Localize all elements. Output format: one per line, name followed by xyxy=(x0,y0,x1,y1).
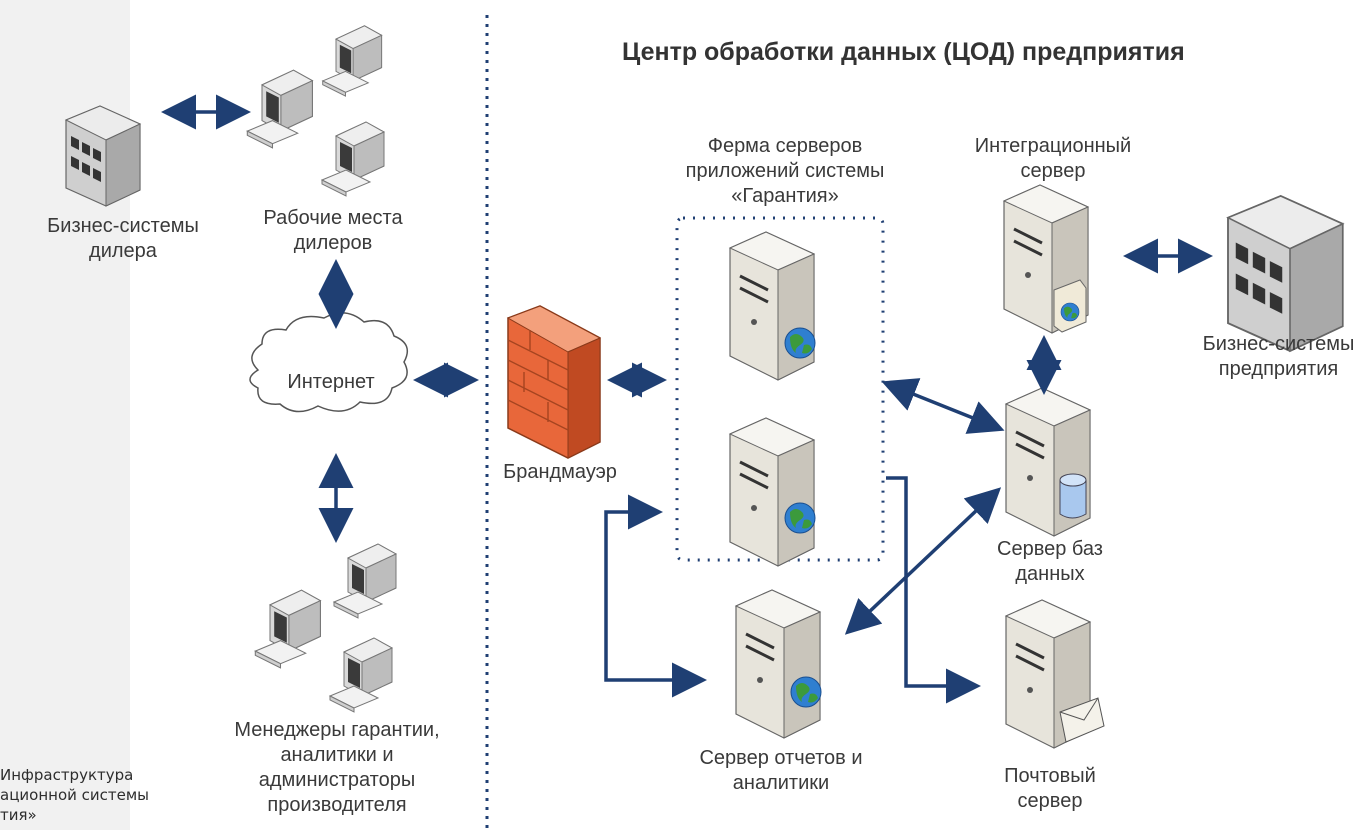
globe-icon xyxy=(1060,302,1080,322)
arrow-farm-db xyxy=(881,378,1005,434)
label-db-server: Сервер баз данных xyxy=(970,537,1130,587)
manager-workstation-icon xyxy=(333,543,397,619)
label-server-farm: Ферма серверов приложений системы «Гаран… xyxy=(660,134,910,209)
label-dealer-workplaces-line-1: Рабочие места xyxy=(263,207,403,229)
label-enterprise-systems-line-2: предприятия xyxy=(1218,358,1339,380)
label-managers: Менеджеры гарантии, аналитики и админист… xyxy=(222,718,452,818)
label-dealer-systems: Бизнес-системы дилера xyxy=(28,214,218,264)
label-dealer-systems-line-2: дилера xyxy=(89,240,157,262)
dealer-workstation-icon xyxy=(322,25,383,97)
server-farm-boundary xyxy=(675,216,885,562)
label-mail-server: Почтовый сервер xyxy=(970,764,1130,814)
firewall-icon xyxy=(506,305,602,459)
database-icon xyxy=(1059,473,1087,519)
farm-server-icon xyxy=(728,416,816,568)
label-mail-server-line-1: Почтовый xyxy=(1004,765,1096,787)
label-enterprise-systems: Бизнес-системы предприятия xyxy=(1186,332,1371,382)
dealer-workstation-icon xyxy=(246,69,313,149)
label-dealer-systems-line-1: Бизнес-системы xyxy=(47,215,199,237)
manager-workstation-icon xyxy=(329,637,393,713)
dealer-workstation-icon xyxy=(321,121,385,197)
label-managers-line-4: производителя xyxy=(267,794,407,816)
label-reports-server-line-2: аналитики xyxy=(732,772,830,794)
label-reports-server-line-1: Сервер отчетов и xyxy=(699,747,863,769)
label-db-server-line-2: данных xyxy=(1015,563,1085,585)
globe-icon xyxy=(784,502,816,534)
label-firewall: Брандмауэр xyxy=(503,461,617,483)
manager-workstation-icon xyxy=(254,589,321,669)
label-internet: Интернет xyxy=(287,371,375,393)
label-managers-line-2: аналитики и xyxy=(280,744,394,766)
label-enterprise-systems-line-1: Бизнес-системы xyxy=(1202,333,1355,355)
label-integration-server-line-1: Интеграционный xyxy=(974,135,1132,157)
label-server-farm-line-1: Ферма серверов xyxy=(707,135,863,157)
figure-caption-line-3: тия» xyxy=(0,806,37,824)
internet-cloud-icon xyxy=(249,312,409,413)
globe-icon xyxy=(784,327,816,359)
diagram-title: Центр обработки данных (ЦОД) предприятия xyxy=(622,38,1185,66)
label-server-farm-line-3: «Гарантия» xyxy=(731,185,839,207)
dealer-building-icon xyxy=(65,105,141,207)
envelope-icon xyxy=(1059,697,1105,743)
label-dealer-workplaces: Рабочие места дилеров xyxy=(238,206,428,256)
globe-icon xyxy=(790,676,822,708)
label-integration-server-line-2: сервер xyxy=(1020,160,1086,182)
reports-server-icon xyxy=(734,588,822,740)
label-reports-server: Сервер отчетов и аналитики xyxy=(676,746,886,796)
label-integration-server: Интеграционный сервер xyxy=(958,134,1148,184)
arrow-farm-mail xyxy=(886,476,981,704)
label-managers-line-3: администраторы xyxy=(258,769,416,791)
figure-caption-line-2: ационной системы xyxy=(0,786,150,804)
label-db-server-line-1: Сервер баз xyxy=(997,538,1103,560)
label-dealer-workplaces-line-2: дилеров xyxy=(293,232,373,254)
label-mail-server-line-2: сервер xyxy=(1017,790,1083,812)
arrow-farm-reports xyxy=(604,494,707,698)
arrow-reports-db xyxy=(844,487,1002,635)
label-server-farm-line-2: приложений системы xyxy=(685,160,885,182)
enterprise-building-icon xyxy=(1227,195,1344,352)
label-managers-line-1: Менеджеры гарантии, xyxy=(234,719,440,741)
figure-caption-line-1: Инфраструктура xyxy=(0,766,134,784)
